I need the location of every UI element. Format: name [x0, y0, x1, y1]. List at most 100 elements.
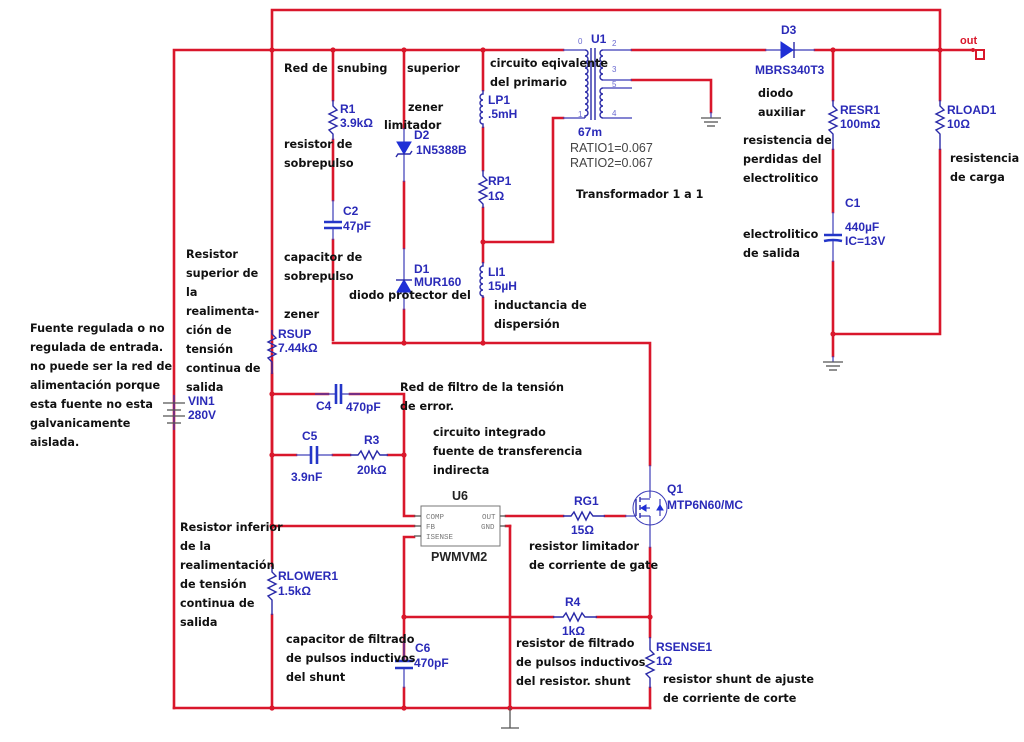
component-c4[interactable]: C4 470pF	[315, 384, 381, 414]
component-u6[interactable]: COMP FB ISENSE OUT GND U6 PWMVM2	[414, 489, 506, 564]
vin1-value: 280V	[188, 408, 216, 422]
note-vin-4: alimentación porque	[30, 379, 161, 392]
component-rp1[interactable]: RP1 1Ω	[477, 170, 512, 208]
rg1-value: 15Ω	[571, 523, 594, 537]
c6-value: 470pF	[414, 656, 449, 670]
note-vin-1: Fuente regulada o no	[30, 322, 165, 335]
component-rg1[interactable]: RG1 15Ω	[563, 494, 605, 537]
lp1-ref: LP1	[488, 93, 510, 107]
component-resr1[interactable]: RESR1 100mΩ	[827, 100, 881, 150]
note-primary-1: circuito eqivalente	[490, 57, 608, 70]
note-vin-2: regulada de entrada.	[30, 341, 163, 354]
component-q1[interactable]: Q1 MTP6N60/MC	[625, 465, 743, 548]
note-c2-2: sobrepulso	[284, 270, 354, 283]
rp1-ref: RP1	[488, 174, 512, 188]
inductor-icon	[479, 90, 484, 128]
component-c5[interactable]: C5 3.9nF	[291, 429, 333, 484]
vin1-ref: VIN1	[188, 394, 215, 408]
u1-pin-1: 1	[578, 110, 583, 119]
note-r4-1: resistor de filtrado	[516, 637, 635, 650]
c4-value: 470pF	[346, 400, 381, 414]
rsup-ref: RSUP	[278, 327, 311, 341]
note-c2-1: capacitor de	[284, 251, 363, 264]
note-rsup-3: la	[186, 286, 197, 299]
ic-chip-icon	[414, 505, 506, 547]
ground-u1	[701, 112, 721, 127]
rlower1-value: 1.5kΩ	[278, 584, 311, 598]
note-primary-2: del primario	[490, 76, 567, 89]
component-c2[interactable]: C2 47pF	[324, 200, 371, 240]
u6-pin-out: OUT	[482, 514, 496, 522]
output-port-label: out	[960, 35, 977, 47]
resistor-icon	[266, 330, 278, 374]
rload1-value: 10Ω	[947, 117, 970, 131]
u1-ref: U1	[591, 32, 607, 46]
rsense1-value: 1Ω	[656, 654, 673, 668]
wire-top-rail	[172, 48, 565, 710]
component-d3[interactable]: D3 MBRS340T3	[755, 23, 825, 77]
component-rsense1[interactable]: RSENSE1 1Ω	[644, 637, 712, 688]
ground-icon	[501, 708, 519, 729]
component-rload1[interactable]: RLOAD1 10Ω	[934, 100, 997, 150]
r4-ref: R4	[565, 595, 581, 609]
note-rsup-8: salida	[186, 381, 223, 394]
diode-icon	[396, 248, 412, 310]
output-terminal-icon[interactable]	[975, 49, 985, 60]
component-r1[interactable]: R1 3.9kΩ	[327, 100, 373, 140]
component-u1[interactable]: 0 1 2 3 4 5 U1 67m RATIO1=0.067 RATIO2=0…	[563, 32, 653, 170]
note-rsup-2: superior de	[186, 267, 259, 280]
lp1-value: .5mH	[488, 107, 517, 121]
resistor-icon	[644, 637, 656, 688]
note-snubber-3: superior	[407, 62, 460, 75]
transformer-icon	[563, 48, 632, 120]
note-rsup-7: continua de	[186, 362, 261, 375]
resr1-ref: RESR1	[840, 103, 880, 117]
note-rsup-6: tensión	[186, 343, 233, 356]
capacitor-icon	[315, 384, 360, 404]
resistor-icon	[266, 566, 278, 615]
note-rsense-2: de corriente de corte	[663, 692, 797, 705]
component-rsup[interactable]: RSUP 7.44kΩ	[266, 327, 318, 374]
r4-value: 1kΩ	[562, 624, 585, 638]
component-li1[interactable]: LI1 15µH	[479, 262, 517, 298]
component-d2[interactable]: D2 1N5388B	[395, 128, 467, 182]
ground-icon	[701, 112, 721, 127]
note-resr1-2: perdidas del	[743, 153, 822, 166]
resistor-icon	[350, 449, 388, 461]
note-rsense-1: resistor shunt de ajuste	[663, 673, 814, 686]
rsup-value: 7.44kΩ	[278, 341, 318, 355]
inductor-icon	[479, 262, 484, 298]
output-port[interactable]: out	[960, 35, 985, 60]
note-snubber-2: snubing	[337, 62, 387, 75]
u1-pin-3: 3	[612, 65, 617, 74]
u6-pin-fb: FB	[426, 524, 436, 532]
component-c6[interactable]: C6 470pF	[395, 640, 449, 688]
q1-value: MTP6N60/MC	[667, 498, 743, 512]
component-lp1[interactable]: LP1 .5mH	[479, 90, 517, 128]
component-vin1[interactable]: VIN1 280V	[163, 394, 216, 424]
component-d1[interactable]: D1 MUR160	[396, 248, 462, 310]
component-rlower1[interactable]: RLOWER1 1.5kΩ	[266, 566, 338, 615]
component-r3[interactable]: R3 20kΩ	[350, 433, 388, 477]
note-r1-2: sobrepulso	[284, 157, 354, 170]
u1-ratio2: RATIO2=0.067	[570, 156, 653, 170]
component-c1[interactable]: C1 440µF IC=13V	[823, 196, 885, 262]
note-resr1-3: electrolitico	[743, 172, 819, 185]
component-r4[interactable]: R4 1kΩ	[553, 595, 597, 638]
note-rsup-4: realimenta-	[186, 305, 259, 318]
q1-ref: Q1	[667, 482, 683, 496]
note-r4-2: de pulsos inductivos	[516, 656, 646, 669]
d3-value: MBRS340T3	[755, 63, 825, 77]
resistor-icon	[553, 611, 597, 623]
note-transformer: Transformador 1 a 1	[576, 188, 704, 201]
note-c6-1: capacitor de filtrado	[286, 633, 415, 646]
c2-ref: C2	[343, 204, 359, 218]
u6-ref: U6	[452, 489, 468, 503]
note-c6-2: de pulsos inductivos	[286, 652, 416, 665]
rp1-value: 1Ω	[488, 189, 505, 203]
capacitor-icon	[395, 640, 413, 688]
c5-ref: C5	[302, 429, 318, 443]
rload1-ref: RLOAD1	[947, 103, 997, 117]
note-resr1-1: resistencia de	[743, 134, 832, 147]
